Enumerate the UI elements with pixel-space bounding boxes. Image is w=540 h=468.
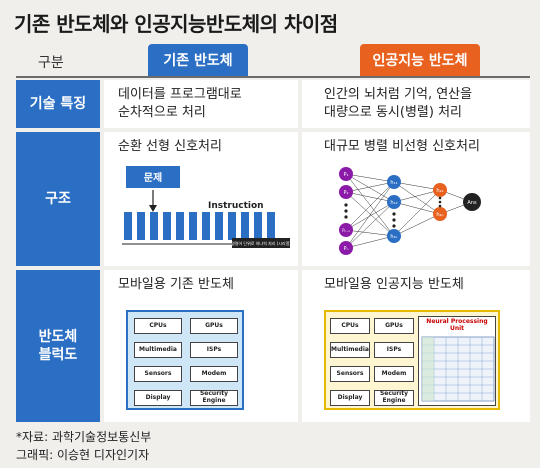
block-ai-text: 모바일용 인공지능 반도체: [324, 277, 464, 292]
input-node-pn: [339, 241, 353, 255]
output-node-ans: [463, 193, 481, 211]
soc-ai: CPUs GPUs Multimedia ISPs Sensors Modem …: [324, 310, 500, 410]
input-node-pn1: [339, 223, 353, 237]
instruction-bar: [202, 212, 210, 240]
cell-tech-conventional: 데이터를 프로그램대로 순차적으로 처리: [104, 80, 298, 128]
hidden-ellipsis: [392, 212, 396, 228]
label-h11: h₁₁: [390, 180, 397, 186]
block-security: Security Engine: [190, 390, 238, 406]
hidden2-ellipsis: [438, 196, 442, 208]
instruction-bar: [176, 212, 184, 240]
instruction-bar: [189, 212, 197, 240]
block-cpus: CPUs: [134, 318, 182, 334]
block-isps-ai: ISPs: [374, 342, 414, 358]
cell-block-ai: 모바일용 인공지능 반도체 CPUs GPUs Multimedia ISPs …: [302, 270, 530, 422]
row-label-block: 반도체 블럭도: [16, 270, 100, 422]
block-cpus-ai: CPUs: [330, 318, 370, 334]
block-modem-ai: Modem: [374, 366, 414, 382]
instruction-bar: [267, 212, 275, 240]
instruction-bar: [228, 212, 236, 240]
header-label: 구분: [38, 55, 64, 71]
instruction-bar: [254, 212, 262, 240]
block-multimedia-ai: Multimedia: [330, 342, 370, 358]
input-node-p1: [339, 167, 353, 181]
problem-label: 문제: [144, 171, 162, 184]
header-rule: [16, 76, 530, 78]
col-head-conventional: 기존 반도체: [148, 44, 248, 76]
hidden-node-h2p: [433, 207, 447, 221]
label-h21: h₂₁: [436, 188, 443, 194]
block-label-line2: 블럭도: [38, 347, 78, 363]
cell-structure-conventional: 순환 선형 신호처리 문제 Instruction 명령어 단위로 하나씩 처리…: [104, 132, 298, 266]
tech-ai-line1: 인간의 뇌처럼 기억, 연산을: [324, 87, 473, 102]
block-display-ai: Display: [330, 390, 370, 406]
serial-note: 명령어 단위로 하나씩 처리 (시리얼): [231, 240, 291, 246]
neural-network-diagram: P₁ P₂ Pₙ₋₁ Pₙ h₁₁ h₁₂ h₁ₖ h₂₁ h₂ₚ Ans: [339, 167, 481, 255]
footer-source: *자료: 과학기술정보통신부: [16, 430, 152, 444]
network-connections: [345, 173, 473, 249]
soc-conventional: CPUs GPUs Multimedia ISPs Sensors Modem …: [126, 310, 244, 410]
instruction-bars: [124, 212, 275, 240]
block-security-ai: Security Engine: [374, 390, 414, 406]
block-isps: ISPs: [190, 342, 238, 358]
hidden-layer-2: [433, 183, 447, 221]
structure-conventional-text: 순환 선형 신호처리: [118, 139, 222, 154]
footer-graphic: 그래픽: 이승현 디자인기자: [16, 448, 150, 462]
hidden-node-h11: [387, 175, 401, 189]
label-h12: h₁₂: [390, 200, 397, 206]
block-multimedia: Multimedia: [134, 342, 182, 358]
serial-processing-diagram: 문제 Instruction 명령어 단위로 하나씩 처리 (시리얼): [122, 166, 291, 248]
tech-ai-line2: 대량으로 동시(병렬) 처리: [324, 104, 463, 120]
page-title: 기존 반도체와 인공지능반도체의 차이점: [14, 12, 338, 36]
instruction-bar: [163, 212, 171, 240]
label-ans: Ans: [467, 200, 477, 206]
instruction-label: Instruction: [208, 201, 264, 211]
input-node-p2: [339, 185, 353, 199]
tech-conventional-line1: 데이터를 프로그램대로: [118, 87, 242, 102]
block-label-line1: 반도체: [38, 328, 78, 345]
npu-grid: [421, 336, 495, 402]
block-gpus-ai: GPUs: [374, 318, 414, 334]
label-pn1: Pₙ₋₁: [342, 228, 350, 233]
instruction-bar: [241, 212, 249, 240]
label-p2: P₂: [343, 190, 348, 196]
cell-block-conventional: 모바일용 기존 반도체 CPUs GPUs Multimedia ISPs Se…: [104, 270, 298, 422]
block-sensors-ai: Sensors: [330, 366, 370, 382]
label-p1: P₁: [343, 172, 348, 178]
label-h1k: h₁ₖ: [390, 234, 397, 240]
block-sensors: Sensors: [134, 366, 182, 382]
row-label-structure: 구조: [16, 132, 100, 266]
label-pn: Pₙ: [343, 246, 348, 252]
instruction-bar: [137, 212, 145, 240]
row-label-tech: 기술 특징: [16, 80, 100, 128]
problem-arrowhead: [149, 205, 157, 212]
hidden-node-h12: [387, 195, 401, 209]
npu-title: Neural Processing Unit: [426, 318, 488, 332]
input-ellipsis: [344, 203, 348, 219]
instruction-bar: [215, 212, 223, 240]
label-h2p: h₂ₚ: [436, 212, 443, 218]
hidden-node-h1k: [387, 229, 401, 243]
block-display: Display: [134, 390, 182, 406]
problem-box: [126, 166, 180, 188]
note-box: [232, 238, 290, 248]
block-gpus: GPUs: [190, 318, 238, 334]
block-modem: Modem: [190, 366, 238, 382]
cell-tech-ai: 인간의 뇌처럼 기억, 연산을 대량으로 동시(병렬) 처리: [302, 80, 530, 128]
npu-block: Neural Processing Unit: [418, 316, 496, 406]
structure-ai-text: 대규모 병렬 비선형 신호처리: [324, 139, 480, 154]
tech-conventional-line2: 순차적으로 처리: [118, 104, 206, 120]
hidden-layer-1: [387, 175, 401, 243]
hidden-node-h21: [433, 183, 447, 197]
col-head-ai: 인공지능 반도체: [360, 44, 480, 76]
block-conventional-text: 모바일용 기존 반도체: [118, 277, 234, 292]
instruction-bar: [150, 212, 158, 240]
instruction-bar: [124, 212, 132, 240]
input-nodes: [339, 167, 353, 255]
cell-structure-ai: 대규모 병렬 비선형 신호처리 P₁ P₂ Pₙ₋₁ Pₙ h₁₁: [302, 132, 530, 266]
